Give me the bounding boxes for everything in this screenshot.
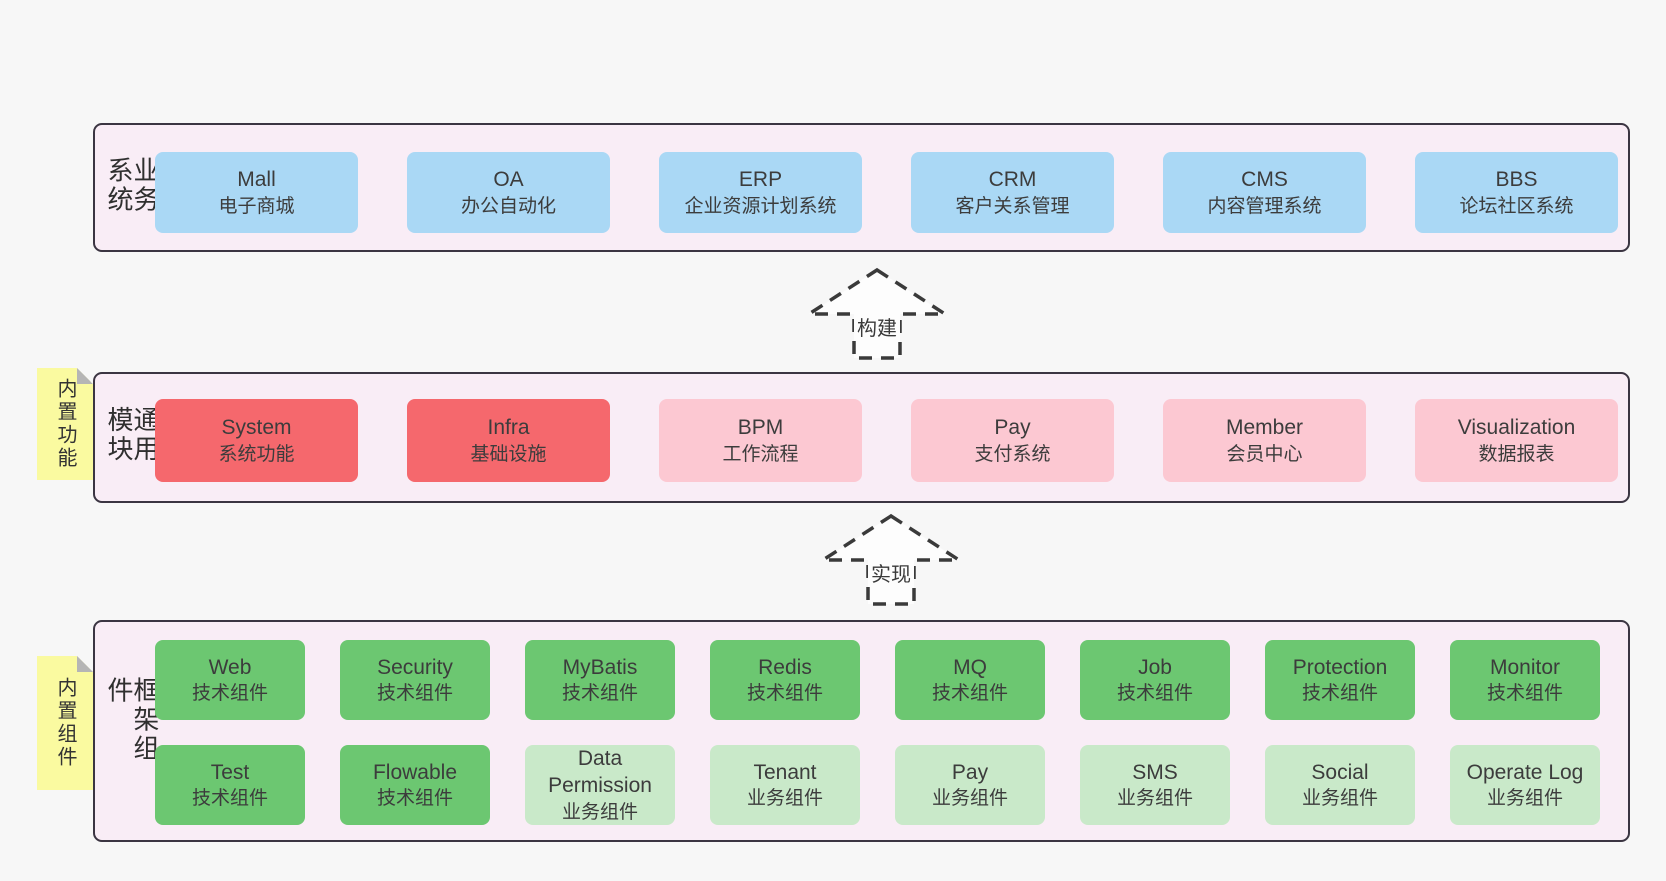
sticky-note-built-in-components: 内置组件 [37,656,93,790]
box-job: Job 技术组件 [1080,640,1230,720]
box-tenant: Tenant 业务组件 [710,745,860,825]
box-mybatis: MyBatis 技术组件 [525,640,675,720]
box-bpm: BPM 工作流程 [659,399,862,482]
arrow-implement: 实现 [819,512,963,608]
box-operate-log: Operate Log 业务组件 [1450,745,1600,825]
box-social: Social 业务组件 [1265,745,1415,825]
box-pay-component: Pay 业务组件 [895,745,1045,825]
box-member: Member 会员中心 [1163,399,1366,482]
box-mall: Mall 电子商城 [155,152,358,233]
panel-business-label: 业务系统 [104,156,160,215]
box-visualization: Visualization 数据报表 [1415,399,1618,482]
arrow-build-label: 构建 [854,312,900,341]
arrow-implement-label: 实现 [868,558,914,587]
sticky-note-label: 内置组件 [54,677,76,769]
panel-business-systems: 业务系统 Mall 电子商城 OA 办公自动化 ERP 企业资源计划系统 CRM… [93,123,1630,252]
box-pay-module: Pay 支付系统 [911,399,1114,482]
box-security: Security 技术组件 [340,640,490,720]
box-web: Web 技术组件 [155,640,305,720]
box-oa: OA 办公自动化 [407,152,610,233]
panel-framework-components: 框架组件 Web 技术组件 Security 技术组件 MyBatis 技术组件… [93,620,1630,842]
box-mq: MQ 技术组件 [895,640,1045,720]
box-erp: ERP 企业资源计划系统 [659,152,862,233]
box-protection: Protection 技术组件 [1265,640,1415,720]
box-crm: CRM 客户关系管理 [911,152,1114,233]
box-data-permission: Data Permission 业务组件 [525,745,675,825]
box-redis: Redis 技术组件 [710,640,860,720]
box-monitor: Monitor 技术组件 [1450,640,1600,720]
box-sms: SMS 业务组件 [1080,745,1230,825]
box-system: System 系统功能 [155,399,358,482]
folded-corner-icon [77,656,93,672]
box-cms: CMS 内容管理系统 [1163,152,1366,233]
folded-corner-icon [77,368,93,384]
sticky-note-label: 内置功能 [54,378,76,470]
panel-common-modules: 通用模块 System 系统功能 Infra 基础设施 BPM 工作流程 Pay… [93,372,1630,503]
arrow-build: 构建 [805,266,949,362]
box-infra: Infra 基础设施 [407,399,610,482]
panel-framework-label: 框架组件 [104,676,160,764]
box-test: Test 技术组件 [155,745,305,825]
panel-modules-label: 通用模块 [104,405,160,464]
sticky-note-built-in-features: 内置功能 [37,368,93,480]
box-flowable: Flowable 技术组件 [340,745,490,825]
box-bbs: BBS 论坛社区系统 [1415,152,1618,233]
